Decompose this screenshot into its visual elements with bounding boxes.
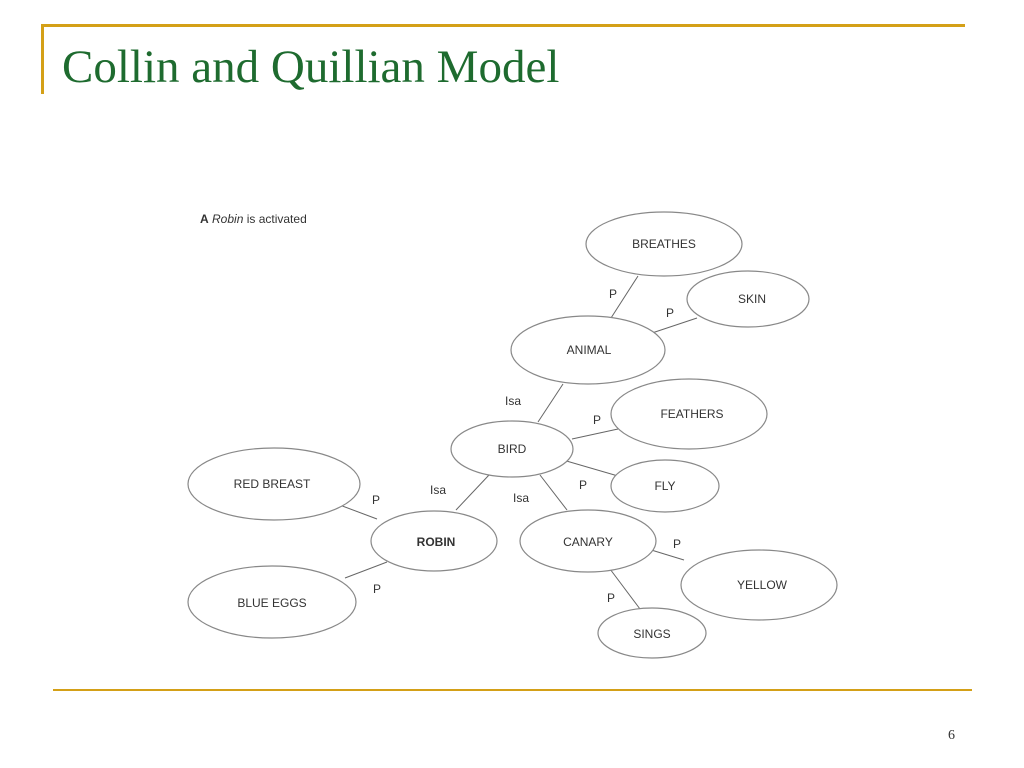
edge-label-bird-fly: P <box>579 478 587 492</box>
node-canary <box>519 509 657 573</box>
node-bird <box>450 420 574 478</box>
edge-label-animal-breathes: P <box>609 287 617 301</box>
node-yellow <box>680 549 838 621</box>
node-robin <box>370 510 498 572</box>
edge-canary-sings <box>609 568 641 610</box>
footer-rule <box>53 689 972 691</box>
diagram-caption: A Robin is activated <box>200 212 307 226</box>
caption-rest: is activated <box>243 212 306 226</box>
node-fly <box>610 459 720 513</box>
node-label-breathes: BREATHES <box>632 237 696 251</box>
edge-robin-bird <box>455 474 490 511</box>
node-label-feathers: FEATHERS <box>660 407 723 421</box>
edge-label-bird-feathers: P <box>593 413 601 427</box>
edge-robin-red-breast <box>336 503 378 520</box>
edge-label-robin-red-breast: P <box>372 493 380 507</box>
node-animal <box>510 315 666 385</box>
edge-bird-animal <box>537 383 564 423</box>
edge-bird-fly <box>562 459 619 477</box>
edges <box>336 275 698 610</box>
node-label-yellow: YELLOW <box>737 578 788 592</box>
node-labels: BREATHES SKIN ANIMAL FEATHERS BIRD FLY R… <box>234 237 788 641</box>
node-skin <box>686 270 810 328</box>
edge-label-canary-bird: Isa <box>513 491 529 505</box>
node-label-fly: FLY <box>654 479 675 493</box>
edge-canary-bird <box>539 474 568 511</box>
page-number: 6 <box>948 728 955 743</box>
node-blue-eggs <box>187 565 357 639</box>
node-label-skin: SKIN <box>738 292 766 306</box>
edge-label-robin-blue-eggs: P <box>373 582 381 596</box>
edge-bird-feathers <box>571 428 619 440</box>
edge-label-animal-skin: P <box>666 306 674 320</box>
node-label-sings: SINGS <box>633 627 670 641</box>
edge-animal-skin <box>651 317 698 334</box>
edge-label-canary-sings: P <box>607 591 615 605</box>
edge-animal-breathes <box>610 275 639 319</box>
node-sings <box>597 607 707 659</box>
caption-italic: Robin <box>212 212 244 226</box>
node-red-breast <box>187 447 361 521</box>
node-label-robin: ROBIN <box>417 535 456 549</box>
edge-robin-blue-eggs <box>344 561 388 579</box>
node-label-red-breast: RED BREAST <box>234 477 311 491</box>
caption-letter: A <box>200 212 209 226</box>
node-label-animal: ANIMAL <box>567 343 612 357</box>
slide-title: Collin and Quillian Model <box>62 41 560 93</box>
node-label-bird: BIRD <box>498 442 527 456</box>
node-label-canary: CANARY <box>563 535 613 549</box>
edge-labels: P P Isa P P Isa Isa P P P P <box>372 287 681 605</box>
edge-canary-yellow <box>647 548 685 561</box>
node-feathers <box>610 378 768 450</box>
nodes <box>187 211 838 659</box>
edge-label-bird-animal: Isa <box>505 394 521 408</box>
edge-label-canary-yellow: P <box>673 537 681 551</box>
title-accent-bar <box>41 24 44 94</box>
node-label-blue-eggs: BLUE EGGS <box>237 596 306 610</box>
node-breathes <box>585 211 743 277</box>
edge-label-robin-bird: Isa <box>430 483 446 497</box>
top-accent-rule <box>41 24 965 27</box>
